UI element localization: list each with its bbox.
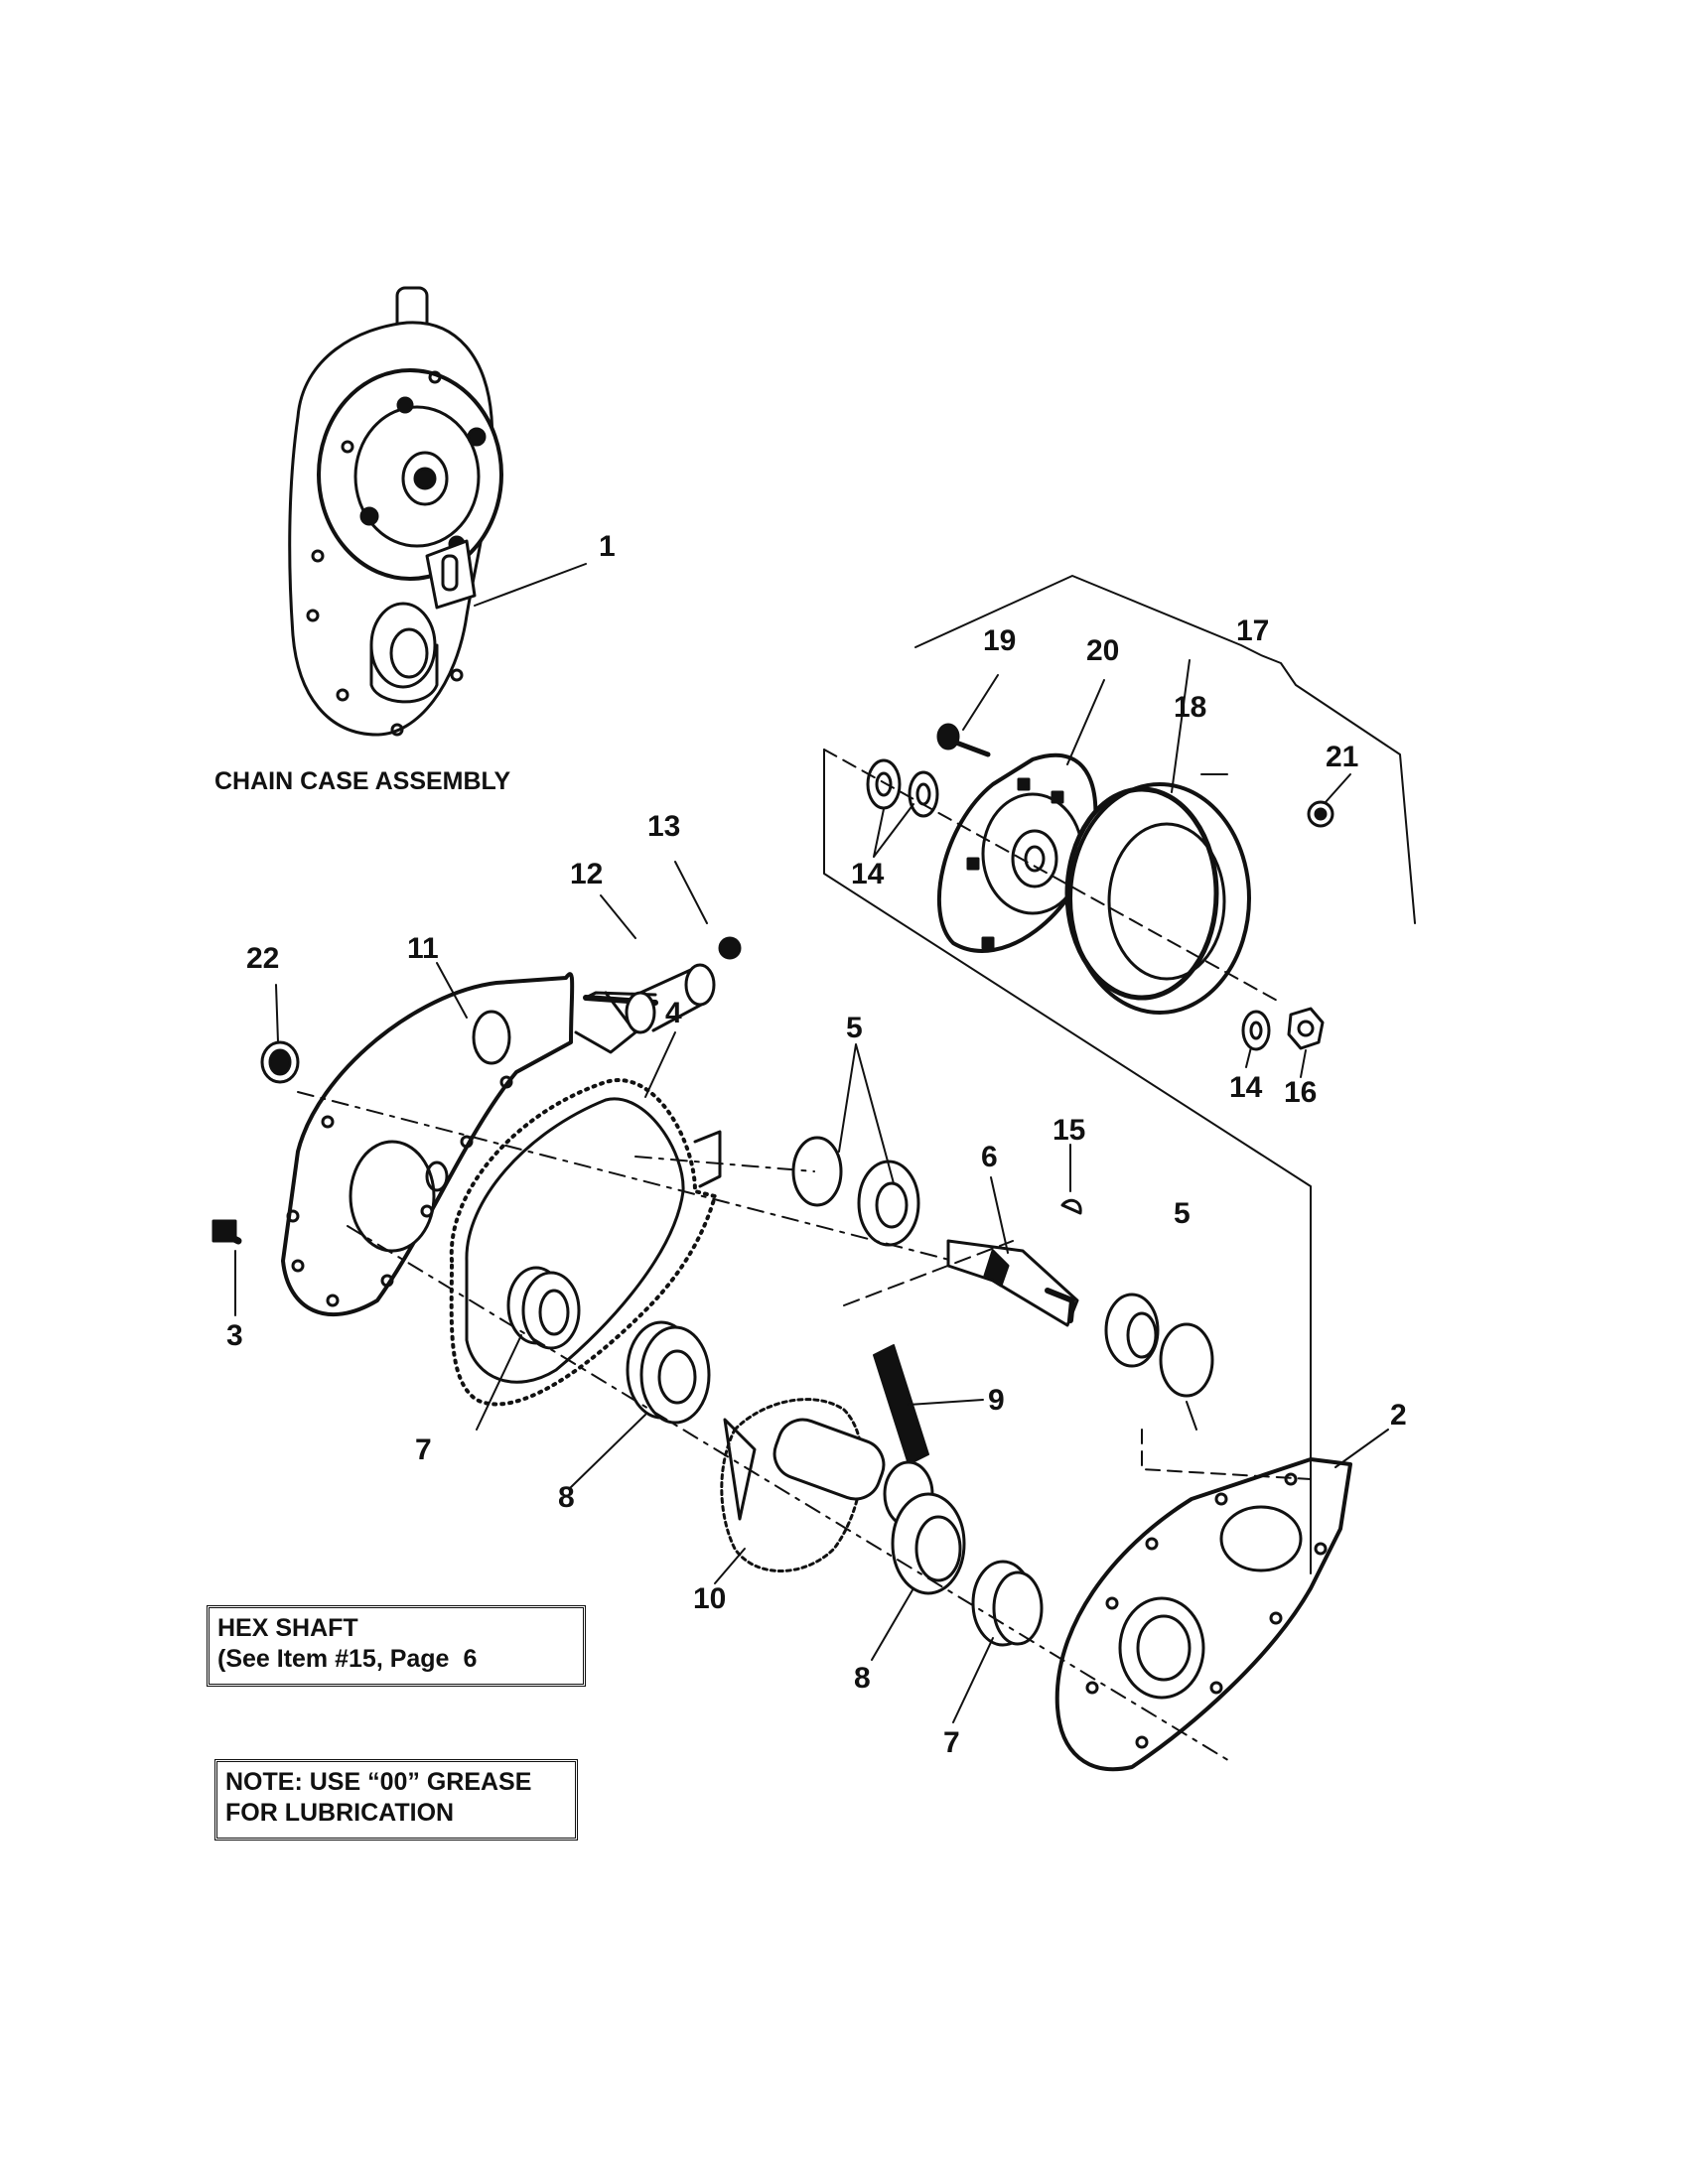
right-cover-illustration xyxy=(1054,1457,1352,1772)
callout-9: 9 xyxy=(988,1384,1005,1417)
hex-note-line2: (See Item #15, Page 6 xyxy=(217,1644,575,1675)
chain-case-assembly-caption: CHAIN CASE ASSEMBLY xyxy=(214,767,511,795)
callout-20: 20 xyxy=(1086,634,1119,667)
callout-14-upper: 14 xyxy=(851,858,885,890)
callout-19: 19 xyxy=(983,624,1016,657)
grease-note-line1: NOTE: USE “00” GREASE xyxy=(225,1768,532,1796)
hex-shaft-note: HEX SHAFT (See Item #15, Page 6 xyxy=(207,1605,586,1687)
callout-14-lower: 14 xyxy=(1229,1071,1263,1104)
callout-5-lower: 5 xyxy=(1174,1197,1191,1230)
left-cover-illustration xyxy=(211,936,742,1317)
grease-note-line2: FOR LUBRICATION xyxy=(225,1799,455,1827)
hex-note-line1: HEX SHAFT xyxy=(217,1614,358,1642)
grease-note: NOTE: USE “00” GREASE FOR LUBRICATION xyxy=(214,1759,578,1841)
callout-18: 18 xyxy=(1174,691,1206,724)
hex-note-reference: (See Item #15, Page xyxy=(217,1645,450,1673)
callout-4: 4 xyxy=(665,997,682,1029)
pulley-assembly-illustration xyxy=(866,723,1334,1051)
callout-12: 12 xyxy=(570,858,603,890)
callout-17: 17 xyxy=(1236,614,1269,647)
callout-5-upper: 5 xyxy=(846,1012,863,1044)
callout-15: 15 xyxy=(1052,1114,1085,1147)
callout-13: 13 xyxy=(647,810,680,843)
chain-case-assembly-illustration xyxy=(288,286,503,737)
callout-21: 21 xyxy=(1326,741,1358,773)
hex-note-page-number: 6 xyxy=(463,1645,478,1673)
callout-8-right: 8 xyxy=(854,1662,871,1695)
callout-10: 10 xyxy=(693,1582,726,1615)
callout-7-left: 7 xyxy=(415,1433,432,1466)
callout-3: 3 xyxy=(226,1319,243,1352)
callout-6: 6 xyxy=(981,1141,998,1173)
callout-labels: 1 2 3 4 5 5 6 7 7 8 8 9 10 11 12 13 14 1… xyxy=(226,530,1407,1759)
callout-1: 1 xyxy=(599,530,616,563)
callout-7-right: 7 xyxy=(943,1726,960,1759)
callout-16: 16 xyxy=(1284,1076,1317,1109)
callout-8-left: 8 xyxy=(558,1481,575,1514)
callout-2: 2 xyxy=(1390,1399,1407,1432)
callout-22: 22 xyxy=(246,942,279,975)
callout-11: 11 xyxy=(407,932,439,965)
